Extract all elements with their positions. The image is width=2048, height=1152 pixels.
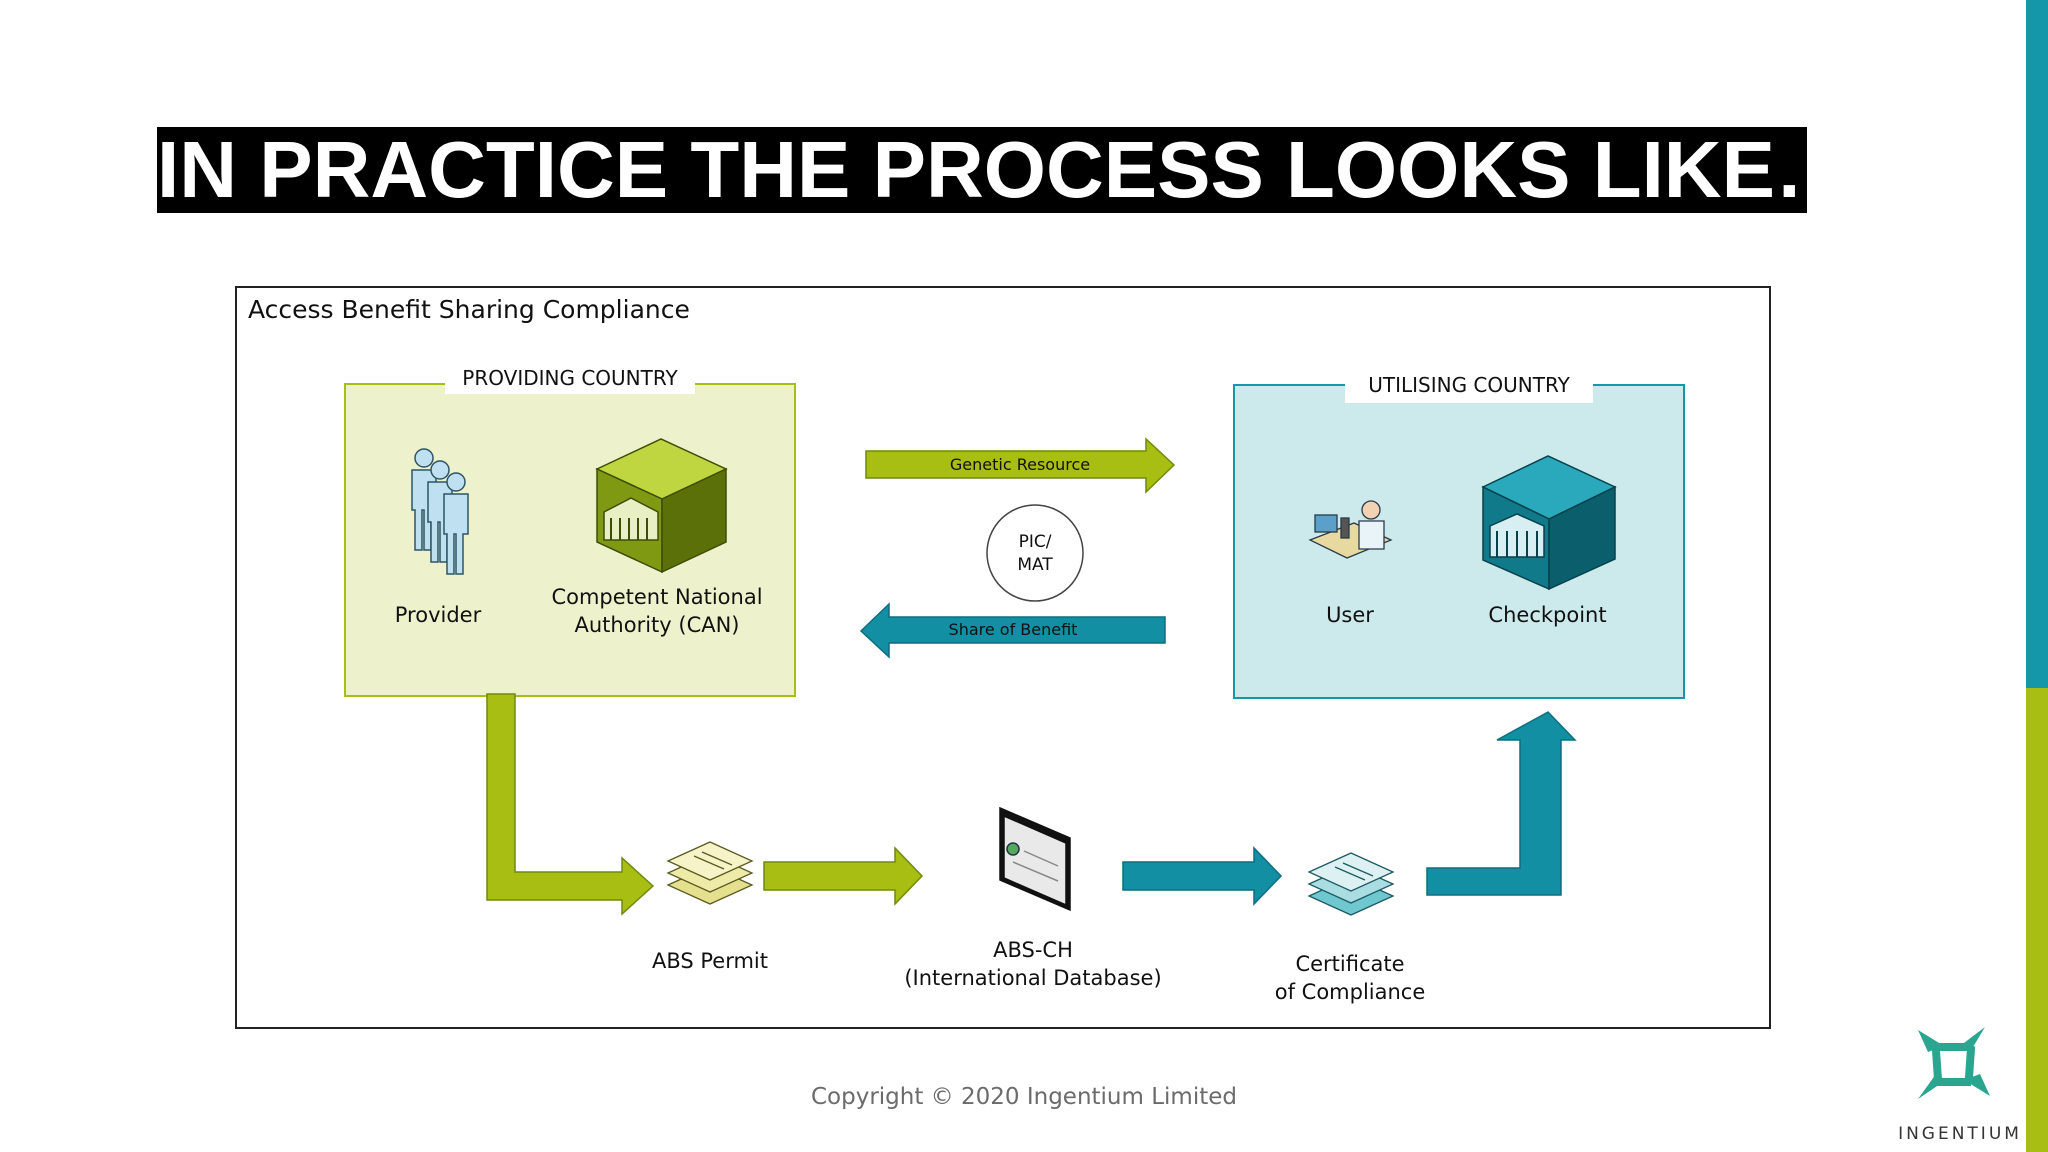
accent-stripe-green [2026,688,2048,1152]
accent-stripe-blue [2026,0,2048,688]
provider-people-icon [411,448,469,575]
slide-title: IN PRACTICE THE PROCESS LOOKS LIKE… [157,125,1855,214]
certificate-label-line2: of Compliance [1274,980,1426,1004]
certificate-label-line1: Certificate [1295,952,1405,976]
user-scientist-icon [1308,500,1393,559]
abs-permit-label: ABS Permit [651,949,769,973]
share-of-benefit-label: Share of Benefit [948,620,1078,639]
title-bar [157,127,1807,213]
utilising-country-box [1233,384,1685,699]
abs-ch-database-icon [999,806,1071,912]
providing-country-label: PROVIDING COUNTRY [462,366,678,390]
checkpoint-label: Checkpoint [1488,603,1607,627]
certificate-document-icon [1307,852,1395,916]
provider-to-permit-arrow [486,693,655,916]
provider-label: Provider [394,603,482,627]
can-label-line1: Competent National [551,585,763,609]
checkpoint-building-icon [1481,455,1617,591]
can-building-icon [595,438,728,574]
abs-permit-document-icon [666,841,754,905]
providing-country-label-bg [445,364,695,394]
genetic-resource-arrow [865,437,1176,494]
pic-mat-line2: MAT [1017,555,1053,575]
abs-ch-label-line2: (International Database) [904,966,1162,990]
can-label-line2: Authority (CAN) [574,613,740,637]
permit-to-abs-ch-arrow [763,846,924,906]
diagram-title: Access Benefit Sharing Compliance [248,295,690,324]
providing-country-box [344,383,796,697]
user-label: User [1326,603,1374,627]
pic-mat-line1: PIC/ [1018,532,1052,552]
genetic-resource-label: Genetic Resource [949,455,1091,474]
utilising-country-label-bg [1345,369,1593,403]
ingentium-logo-icon [1918,1027,1990,1099]
brand-name: INGENTIUM [1898,1124,2022,1144]
abs-ch-to-certificate-arrow [1122,846,1283,906]
utilising-country-label: UTILISING COUNTRY [1368,373,1570,397]
share-of-benefit-arrow [859,602,1166,659]
certificate-to-checkpoint-arrow [1426,711,1577,896]
copyright-footer: Copyright © 2020 Ingentium Limited [810,1084,1237,1110]
pic-mat-circle [986,504,1084,602]
abs-ch-label-line1: ABS-CH [993,938,1073,962]
